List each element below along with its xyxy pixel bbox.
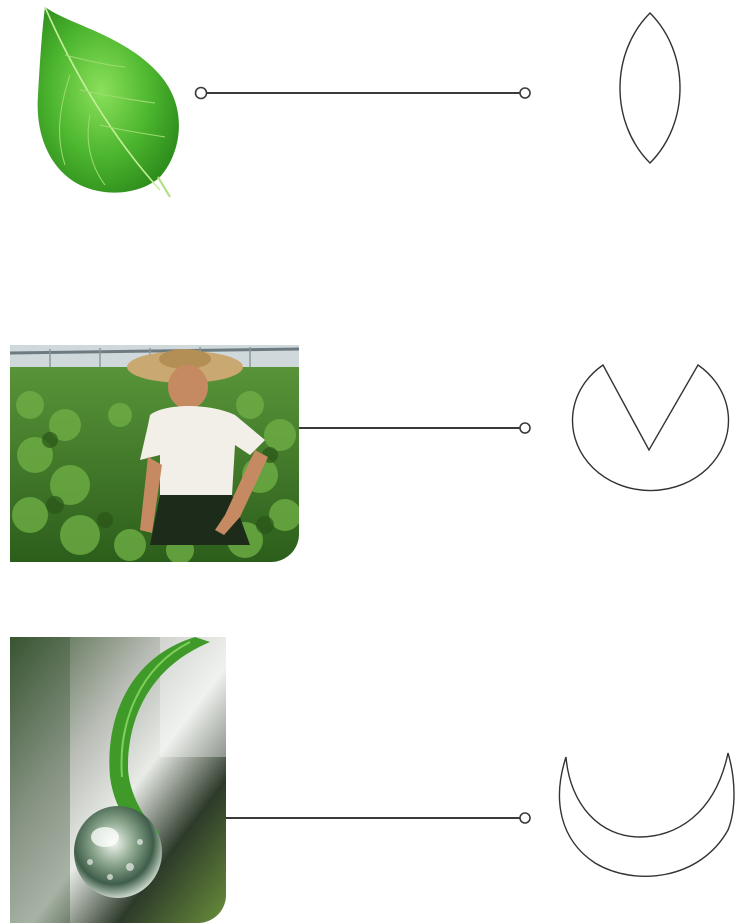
end-node — [520, 423, 530, 433]
leaf-outline-shape — [605, 8, 695, 168]
v-notch-circle-shape — [565, 355, 735, 505]
crescent-shape — [550, 745, 738, 890]
connector-row-3 — [226, 813, 530, 823]
connector-row-2 — [298, 423, 530, 433]
connector-row-1 — [196, 88, 531, 99]
farmer-image — [10, 345, 299, 562]
leaf-image — [30, 5, 185, 200]
water-droplet-image — [10, 637, 226, 923]
end-node — [520, 88, 530, 98]
start-node — [196, 88, 207, 99]
end-node — [520, 813, 530, 823]
